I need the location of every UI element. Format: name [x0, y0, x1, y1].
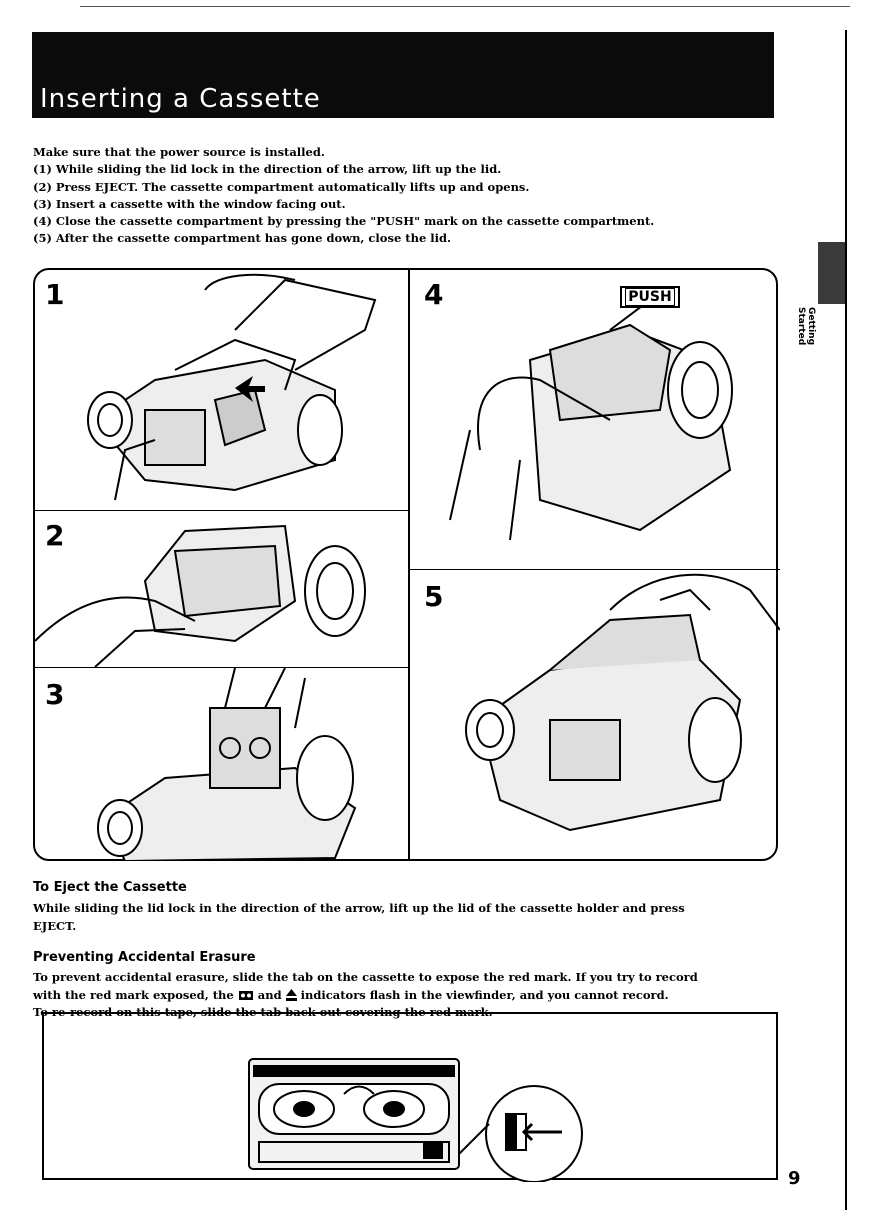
- illustration-frame: 1 2: [33, 268, 780, 861]
- panel-divider-2-3: [35, 667, 408, 668]
- erasure-line-2a: with the red mark exposed, the: [33, 987, 234, 1002]
- panel-step-2: 2: [35, 511, 408, 667]
- erasure-line-1: To prevent accidental erasure, slide the…: [33, 970, 698, 984]
- step-number-3: 3: [45, 678, 65, 711]
- close-lid-illustration: [465, 573, 780, 832]
- panel-divider-4-5: [410, 569, 780, 570]
- panel-divider-1-2: [35, 510, 408, 511]
- intro-step-1: (1) While sliding the lid lock in the di…: [33, 162, 502, 177]
- eject-body: While sliding the lid lock in the direct…: [33, 900, 773, 935]
- insert-cassette-illustration: [97, 668, 357, 861]
- erasure-line-2: with the red mark exposed, the and indic…: [33, 987, 773, 1005]
- page-number: 9: [788, 1168, 801, 1189]
- section-tab-marker: [818, 242, 845, 304]
- press-push-mark-illustration: [449, 289, 733, 541]
- eject-heading: To Eject the Cassette: [33, 880, 187, 895]
- panel-step-3: 3: [35, 668, 408, 861]
- eject-indicator-icon: [285, 988, 297, 1001]
- camcorder-lid-lock-illustration: [87, 273, 377, 501]
- erasure-heading: Preventing Accidental Erasure: [33, 950, 256, 965]
- push-mark-label: PUSH: [625, 288, 675, 306]
- erasure-line-2b: and: [257, 987, 282, 1002]
- panel-step-4: 4: [410, 270, 780, 569]
- page-title: Inserting a Cassette: [40, 84, 321, 114]
- intro-instructions: Make sure that the power source is insta…: [33, 144, 793, 248]
- intro-lead: Make sure that the power source is insta…: [33, 145, 325, 159]
- cassette-tab-illustration-frame: [42, 1012, 778, 1183]
- step-number-4: 4: [424, 278, 444, 311]
- step-number-2: 2: [45, 519, 65, 552]
- intro-step-5: (5) After the cassette compartment has g…: [33, 231, 452, 246]
- eject-line-2: EJECT.: [33, 918, 77, 933]
- step-number-1: 1: [45, 278, 65, 311]
- top-rule: [80, 6, 850, 7]
- panel-divider-vertical: [408, 270, 410, 859]
- panel-step-1: 1: [35, 270, 408, 510]
- cassette-indicator-icon: [238, 990, 253, 1000]
- intro-step-2: (2) Press EJECT. The cassette compartmen…: [33, 179, 530, 194]
- intro-step-4: (4) Close the cassette compartment by pr…: [33, 214, 655, 229]
- cassette-compartment-opening-illustration: [35, 524, 366, 667]
- cassette-tab-illustration: [248, 1058, 583, 1183]
- step-number-5: 5: [424, 580, 444, 613]
- erasure-line-2c: indicators flash in the viewfinder, and …: [300, 987, 669, 1002]
- section-label: Getting Started: [796, 307, 816, 346]
- panel-step-5: 5: [410, 570, 780, 861]
- intro-step-3: (3) Insert a cassette with the window fa…: [33, 196, 346, 211]
- title-bar: Inserting a Cassette: [32, 32, 774, 118]
- push-mark-callout: PUSH: [620, 286, 680, 308]
- right-margin-rule: [845, 30, 847, 1210]
- eject-line-1: While sliding the lid lock in the direct…: [33, 901, 685, 915]
